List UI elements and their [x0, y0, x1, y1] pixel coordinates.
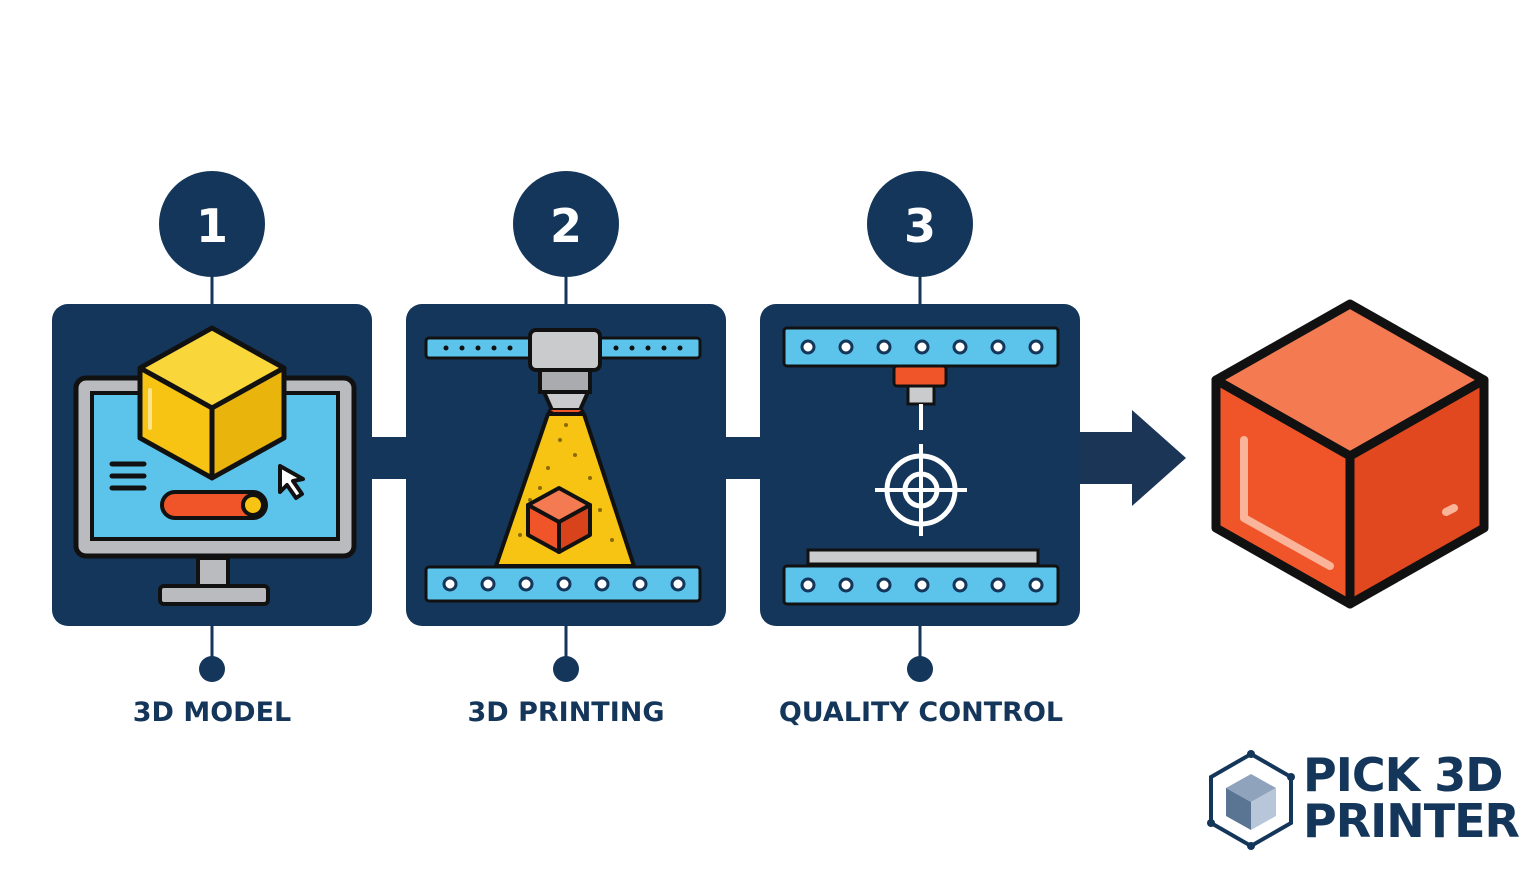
- finished-red-cube-icon: [1211, 299, 1489, 609]
- step-label-3d-model: 3D MODEL: [132, 697, 292, 728]
- step-3: 3: [760, 171, 1080, 682]
- step-number-1: 1: [196, 199, 228, 253]
- step-number-2: 2: [550, 199, 582, 253]
- 3d-printer-beam-icon: [424, 328, 702, 603]
- computer-with-3d-model-icon: [73, 325, 357, 606]
- step-1-end-dot: [199, 656, 225, 682]
- brand-line-1: PICK 3D: [1303, 748, 1503, 802]
- brand-line-2: PRINTER: [1303, 794, 1520, 848]
- step-number-badge-1: [159, 171, 265, 277]
- step-number-badge-3: [867, 171, 973, 277]
- step-2: 2: [406, 171, 726, 682]
- step-label-quality-control: QUALITY CONTROL: [778, 697, 1064, 728]
- quality-control-crosshair-icon: [782, 326, 1060, 606]
- arrow-to-result-icon: [1078, 410, 1186, 506]
- connector-1-2: [368, 437, 410, 479]
- step-3-end-dot: [907, 656, 933, 682]
- cube-logo-icon: [1207, 750, 1295, 850]
- connector-2-3: [722, 437, 764, 479]
- step-number-badge-2: [513, 171, 619, 277]
- step-2-end-dot: [553, 656, 579, 682]
- step-1: 1: [52, 171, 372, 682]
- step-number-3: 3: [904, 199, 936, 253]
- step-label-3d-printing: 3D PRINTING: [467, 697, 665, 728]
